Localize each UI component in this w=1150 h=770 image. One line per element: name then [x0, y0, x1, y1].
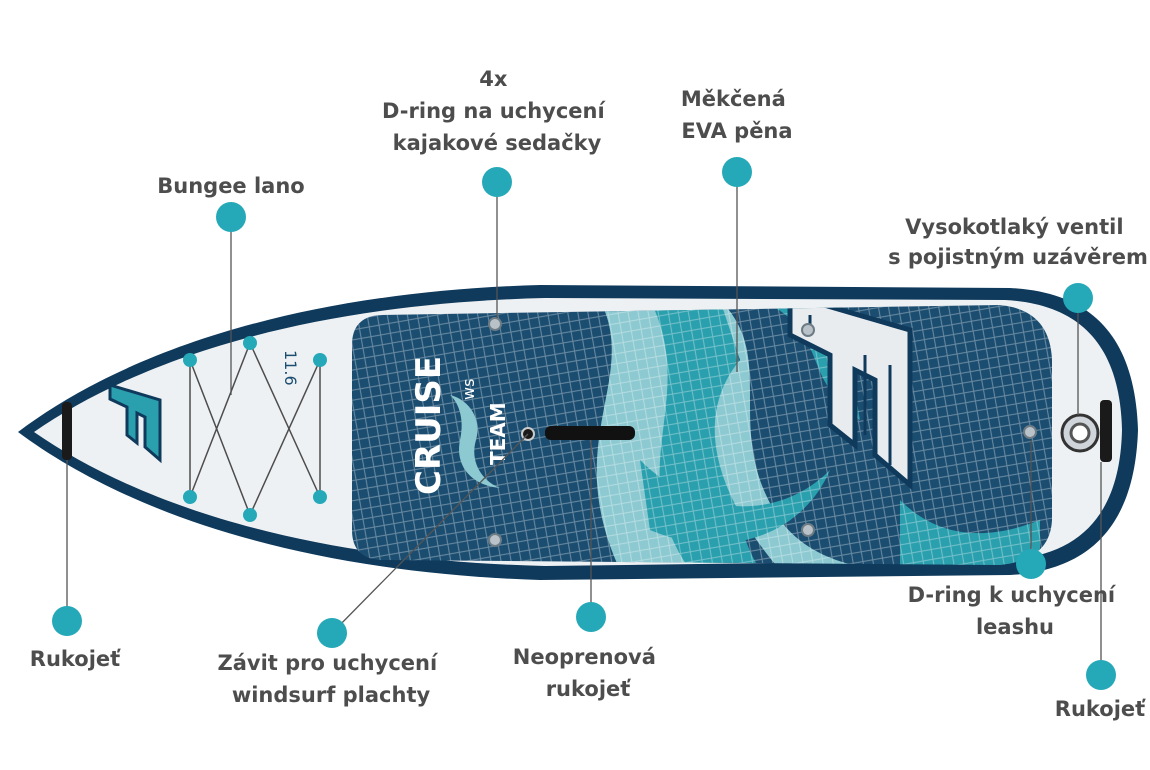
valve-icon	[1060, 413, 1100, 453]
marker-handle-left	[52, 606, 82, 636]
markers	[52, 157, 1116, 690]
center-neoprene-handle	[545, 426, 635, 440]
label-thread: Závit pro uchycení windsurf plachty	[218, 651, 445, 707]
label-eva-line: Měkčená	[681, 87, 786, 111]
label-handle-right-line: Rukojeť	[1055, 697, 1146, 721]
label-thread-line: Závit pro uchycení	[218, 651, 439, 675]
marker-eva	[722, 157, 752, 187]
label-handle-left-line: Rukojeť	[30, 647, 121, 671]
board-size-text: 11.6	[281, 350, 300, 386]
label-neoprene-line: rukojeť	[546, 677, 632, 701]
label-valve: Vysokotlaký ventil s pojistným uzávěrem	[888, 215, 1148, 269]
marker-neoprene	[576, 602, 606, 632]
label-neoprene-line: Neoprenová	[513, 645, 656, 669]
board-model-text: CRUISE	[409, 356, 449, 495]
label-dring-seat-line: kajakové sedačky	[393, 131, 602, 155]
board-branding: CRUISE ws TEAM 11.6	[281, 350, 510, 495]
seat-d-rings	[488, 317, 815, 547]
label-dring-leash-line: leashu	[976, 615, 1054, 639]
label-dring-seat-line: D-ring na uchycení	[382, 99, 606, 123]
label-dring-seat: 4x D-ring na uchycení kajakové sedačky	[382, 67, 612, 155]
marker-dring-seat	[482, 167, 512, 197]
marker-thread	[317, 618, 347, 648]
sup-board: CRUISE ws TEAM 11.6	[18, 285, 1138, 580]
label-eva-line: EVA pěna	[681, 119, 792, 143]
eva-deck-pad	[352, 305, 1052, 565]
label-handle-left: Rukojeť	[30, 647, 121, 671]
label-valve-line: Vysokotlaký ventil	[905, 215, 1123, 239]
leash-d-ring	[1023, 425, 1037, 439]
marker-bungee	[216, 202, 246, 232]
label-dring-seat-line: 4x	[479, 67, 508, 91]
marker-handle-right	[1086, 660, 1116, 690]
label-eva: Měkčená EVA pěna	[681, 87, 793, 143]
label-neoprene: Neoprenová rukojeť	[513, 645, 663, 701]
marker-dring-leash	[1016, 549, 1046, 579]
label-dring-leash-line: D-ring k uchycení	[908, 583, 1117, 607]
callout-labels: Bungee lano 4x D-ring na uchycení kajako…	[30, 67, 1148, 721]
label-thread-line: windsurf plachty	[232, 683, 431, 707]
label-dring-leash: D-ring k uchycení leashu	[908, 583, 1123, 639]
label-valve-line: s pojistným uzávěrem	[888, 245, 1148, 269]
label-bungee: Bungee lano	[157, 174, 304, 198]
nose-handle	[62, 402, 72, 460]
board-wave-emblem-icon	[450, 395, 500, 488]
leader-lines	[66, 172, 1102, 675]
board-variant-text: ws	[459, 379, 478, 400]
marker-valve	[1063, 283, 1093, 313]
label-bungee-line: Bungee lano	[157, 174, 304, 198]
f2-logo-icon	[108, 382, 162, 464]
label-handle-right: Rukojeť	[1055, 697, 1146, 721]
board-edition-text: TEAM	[486, 402, 510, 465]
bungee-cord	[183, 336, 327, 522]
tail-handle	[1100, 400, 1112, 462]
